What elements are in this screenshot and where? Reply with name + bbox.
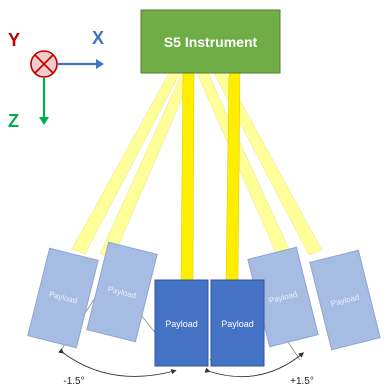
y-axis-label: Y (8, 30, 20, 50)
center-beam-right (225, 72, 241, 281)
coordinate-axes: Y X Z (8, 28, 104, 131)
payload-far-left: Payload (27, 247, 99, 349)
z-axis-arrowhead (39, 117, 49, 125)
x-axis-label: X (92, 28, 104, 48)
payload-center-right-label: Payload (221, 319, 254, 329)
payload-left: Payload (86, 241, 158, 343)
z-axis-label: Z (8, 111, 19, 131)
payload-far-right: Payload (309, 249, 381, 351)
outer-beam-right-inner (196, 72, 294, 263)
outer-beams (71, 72, 323, 263)
s5-instrument-box (140, 9, 281, 74)
outer-beam-left-inner (99, 72, 194, 259)
payload-center-left: Payload (154, 279, 209, 367)
s5-instrument-label: S5 Instrument (164, 34, 258, 50)
angle-right-label: +1.5° (290, 376, 314, 387)
angle-left-label: -1.5° (63, 376, 84, 387)
angle-arc-right (204, 352, 305, 378)
payload-center-left-label: Payload (165, 319, 198, 329)
x-axis-arrowhead (96, 59, 104, 69)
y-axis-cross-line-b (34, 54, 54, 74)
payload-center-right: Payload (210, 279, 265, 367)
center-beam-left (180, 72, 195, 281)
center-beams (180, 72, 241, 281)
angle-arc-left (58, 348, 177, 377)
